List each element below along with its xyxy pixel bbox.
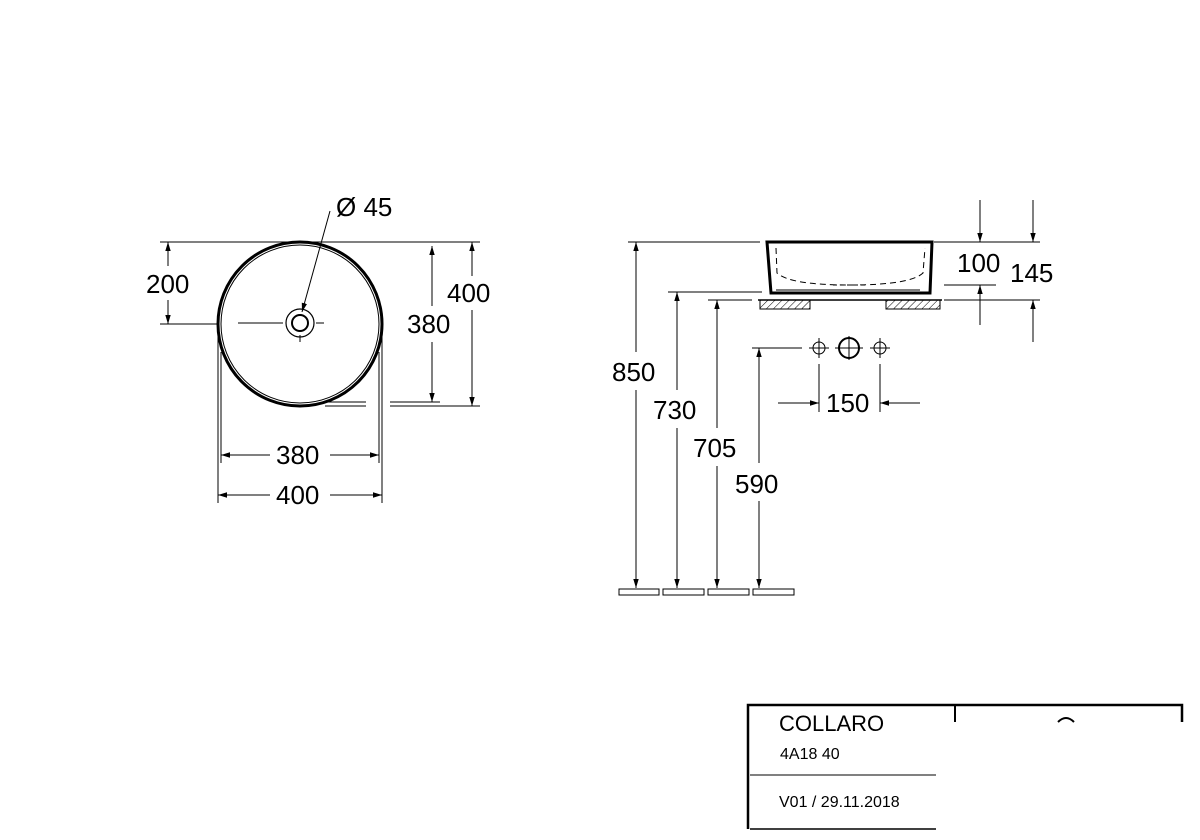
dim-730-label: 730 <box>653 395 696 425</box>
dim-150-label: 150 <box>826 388 869 418</box>
title-block <box>746 703 1184 830</box>
dim-380-vertical-label: 380 <box>407 309 450 339</box>
basin-inner-dashed <box>775 247 926 286</box>
logo-fragment <box>1057 717 1075 723</box>
countertop-hatch-right <box>885 299 941 310</box>
dim-850-label: 850 <box>612 357 655 387</box>
floor-block-1 <box>618 588 660 596</box>
dim-145-label: 145 <box>1010 258 1053 288</box>
drain-inner-circle <box>291 314 309 332</box>
title-block-frame <box>746 703 1184 829</box>
floor-block-4 <box>752 588 795 596</box>
title-block-product-name: COLLARO <box>779 711 884 736</box>
top-view <box>160 210 480 503</box>
side-view <box>618 200 1040 596</box>
dim-400-horizontal-label: 400 <box>276 480 319 510</box>
floor-block-3 <box>707 588 750 596</box>
dim-200-label: 200 <box>146 269 189 299</box>
basin-inner-circle <box>220 244 380 404</box>
floor-block-2 <box>662 588 705 596</box>
title-block-article-number: 4A18 40 <box>780 746 840 763</box>
drain-diameter-label: Ø 45 <box>336 192 392 222</box>
dim-380-horizontal-label: 380 <box>276 440 319 470</box>
drain-outer-circle <box>285 308 315 338</box>
dim-400-vertical-label: 400 <box>447 278 490 308</box>
dim-590-label: 590 <box>735 469 778 499</box>
countertop-hatch-left <box>759 299 811 310</box>
title-block-version-date: V01 / 29.11.2018 <box>779 794 900 811</box>
drain-diameter-leader <box>301 210 331 313</box>
dim-705-label: 705 <box>693 433 736 463</box>
basin-outer-circle <box>216 240 384 408</box>
dim-100-label: 100 <box>957 248 1000 278</box>
basin-side-profile <box>765 240 934 295</box>
